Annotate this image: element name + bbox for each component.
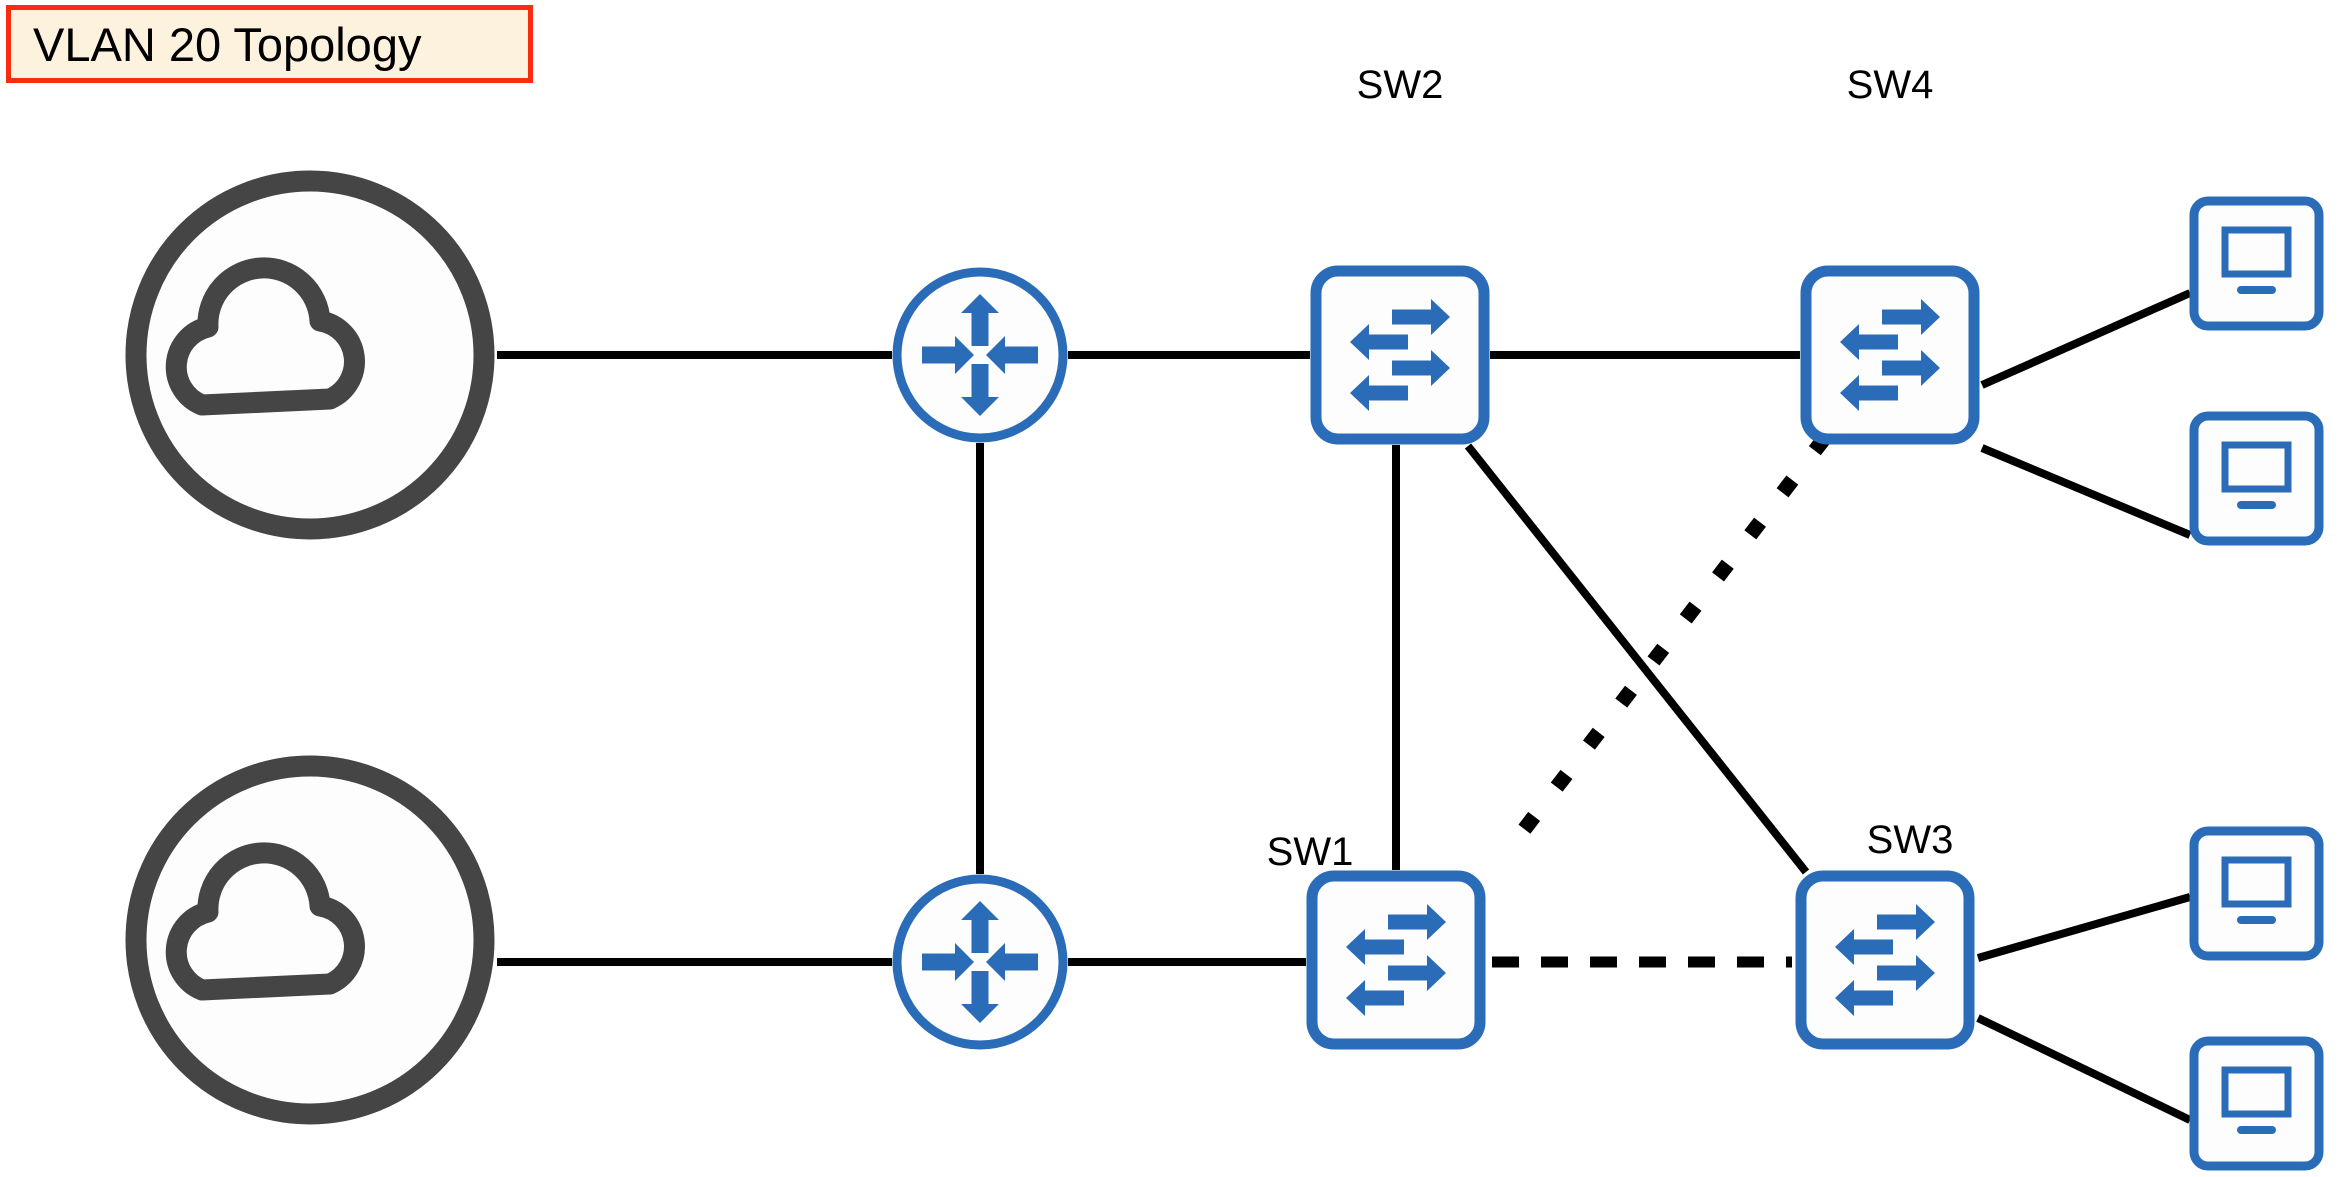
router-icon — [892, 267, 1068, 443]
cloud-icon — [125, 755, 495, 1125]
switch-node-sw2[interactable] — [1310, 265, 1490, 445]
pc-node-pc2[interactable] — [2189, 411, 2324, 546]
switch-icon — [1795, 870, 1975, 1050]
page-title: VLAN 20 Topology — [33, 17, 422, 71]
switch-icon — [1310, 265, 1490, 445]
link-sw3-pc4[interactable] — [1976, 1014, 2192, 1124]
link-sw4-down-left[interactable] — [1489, 433, 1831, 872]
cloud-node-cloud2[interactable] — [125, 755, 495, 1125]
cloud-node-cloud1[interactable] — [125, 170, 495, 540]
node-label-sw4: SW4 — [1846, 63, 1934, 107]
pc-node-pc3[interactable] — [2189, 826, 2324, 961]
node-label-sw1: SW1 — [1266, 830, 1354, 874]
router-icon — [892, 874, 1068, 1050]
link-sw3-pc3[interactable] — [1976, 893, 2192, 962]
pc-icon — [2189, 1036, 2323, 1170]
link-sw4-pc2[interactable] — [1980, 444, 2192, 539]
node-label-sw2: SW2 — [1356, 63, 1444, 107]
pc-icon — [2189, 826, 2323, 960]
link-sw4-pc1[interactable] — [1980, 289, 2192, 389]
pc-icon — [2189, 196, 2323, 330]
pc-node-pc1[interactable] — [2189, 196, 2324, 331]
router-node-r2[interactable] — [892, 874, 1068, 1050]
title-badge: VLAN 20 Topology — [6, 5, 533, 83]
switch-node-sw1[interactable] — [1306, 870, 1486, 1050]
router-node-r1[interactable] — [892, 267, 1068, 443]
switch-icon — [1306, 870, 1486, 1050]
link-sw2-sw3[interactable] — [1464, 443, 1810, 875]
node-label-sw3: SW3 — [1866, 818, 1954, 862]
switch-node-sw3[interactable] — [1795, 870, 1975, 1050]
pc-node-pc4[interactable] — [2189, 1036, 2324, 1171]
cloud-icon — [125, 170, 495, 540]
switch-icon — [1800, 265, 1980, 445]
switch-node-sw4[interactable] — [1800, 265, 1980, 445]
pc-icon — [2189, 411, 2323, 545]
